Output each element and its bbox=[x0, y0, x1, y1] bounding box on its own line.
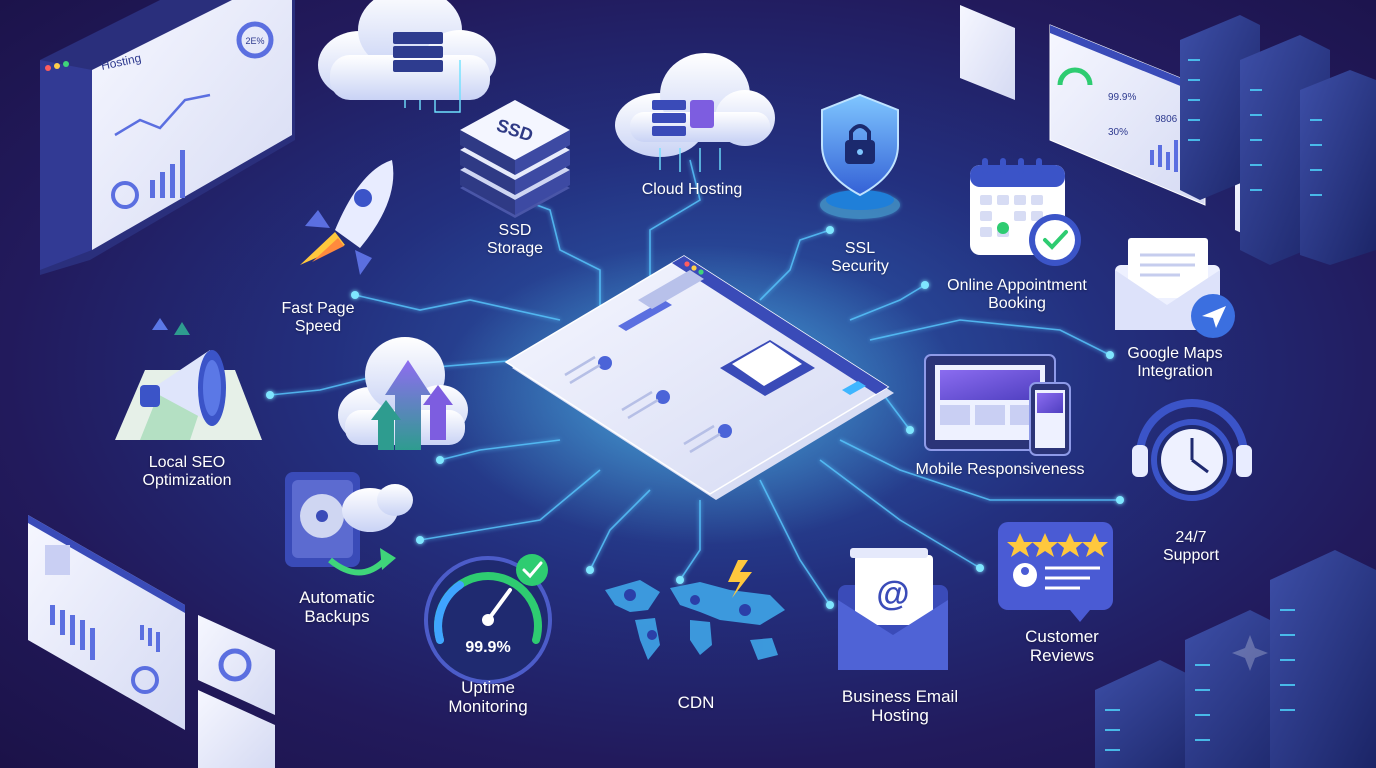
central-website-icon bbox=[504, 255, 894, 500]
label-cloud-hosting: Cloud Hosting bbox=[641, 181, 743, 198]
calendar-icon bbox=[970, 158, 1081, 266]
ssl-shield-icon bbox=[820, 93, 900, 219]
bottom-left-dashboard bbox=[28, 515, 275, 768]
connector-lines bbox=[269, 59, 1120, 606]
connector-nodes bbox=[266, 56, 1124, 609]
cloud-hosting-icon bbox=[615, 53, 775, 172]
label-mobile-responsiveness: Mobile Responsiveness bbox=[915, 461, 1085, 478]
cdn-pins bbox=[624, 589, 751, 640]
uptime-gauge-icon: 99.9% bbox=[424, 554, 552, 684]
local-seo-icon bbox=[115, 318, 262, 440]
server-racks-bottom bbox=[1095, 550, 1376, 768]
panel-stat-2: 9806 bbox=[1155, 114, 1178, 125]
lightning-icon bbox=[728, 560, 752, 598]
rocket-icon bbox=[300, 160, 394, 275]
support-clock-icon bbox=[1132, 399, 1252, 501]
cloud-server-icon bbox=[318, 0, 496, 113]
ssd-storage-icon: SSD bbox=[460, 100, 570, 218]
svg-text:@: @ bbox=[876, 575, 909, 613]
sparkle-icon bbox=[1232, 635, 1268, 671]
cloud-upload-icon bbox=[338, 337, 468, 450]
mail-send-icon bbox=[1115, 238, 1235, 338]
customer-reviews-icon bbox=[998, 522, 1113, 622]
mobile-responsive-icon bbox=[924, 354, 1071, 456]
dashboard-donut-value: 2E% bbox=[245, 36, 264, 46]
uptime-value: 99.9% bbox=[465, 639, 510, 656]
backup-drive-icon bbox=[285, 472, 413, 576]
panel-stat-1: 99.9% bbox=[1108, 92, 1136, 103]
server-racks-top bbox=[1180, 15, 1376, 265]
hosting-dashboard-panel: Hosting 2E% bbox=[40, 0, 295, 275]
panel-stat-3: 30% bbox=[1108, 127, 1128, 138]
label-cdn: CDN bbox=[677, 693, 715, 712]
business-email-icon: @ bbox=[838, 548, 948, 670]
